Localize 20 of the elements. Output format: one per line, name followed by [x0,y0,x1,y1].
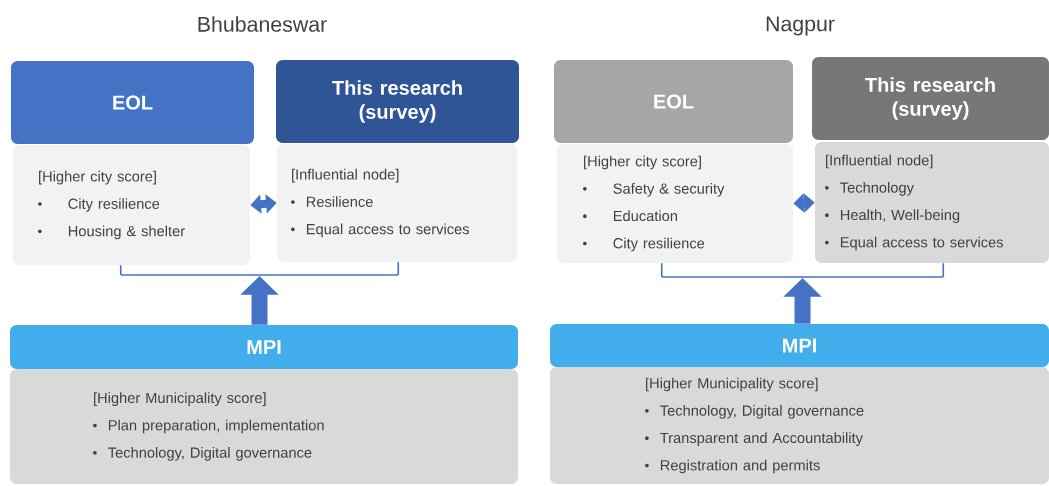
header-box: This research (survey) [812,57,1049,140]
content-box: [Influential node] Resilience Equal access to services [277,144,517,262]
header-box: MPI [550,324,1049,367]
header-box: MPI [10,325,518,369]
bracket-line [942,262,945,278]
content-box: [Influential node] Technology Health, Well-being Equal access to services [815,142,1049,263]
header-box: This research (survey) [276,60,519,143]
header-box: EOL [11,61,254,144]
header-box: EOL [554,60,793,143]
bracket-line [660,262,663,278]
section-title: Bhubaneswar [198,16,327,32]
bracket-line [397,261,400,276]
bracket-line [119,264,122,276]
double-arrow [250,194,277,214]
double-arrow [793,193,815,213]
content-box: [Higher Municipality score] Plan preparation, implementation Technology, Digital governance [10,369,518,484]
content-box: [Higher city score] City resilience Housing & shelter [13,145,250,265]
section-title: Nagpur [766,16,835,36]
content-box: [Higher city score] Safety & security Education City resilience [557,144,793,263]
content-box: [Higher Municipality score] Technology, Digital governance Transparent and Accountability Registration and permits [550,367,1049,484]
